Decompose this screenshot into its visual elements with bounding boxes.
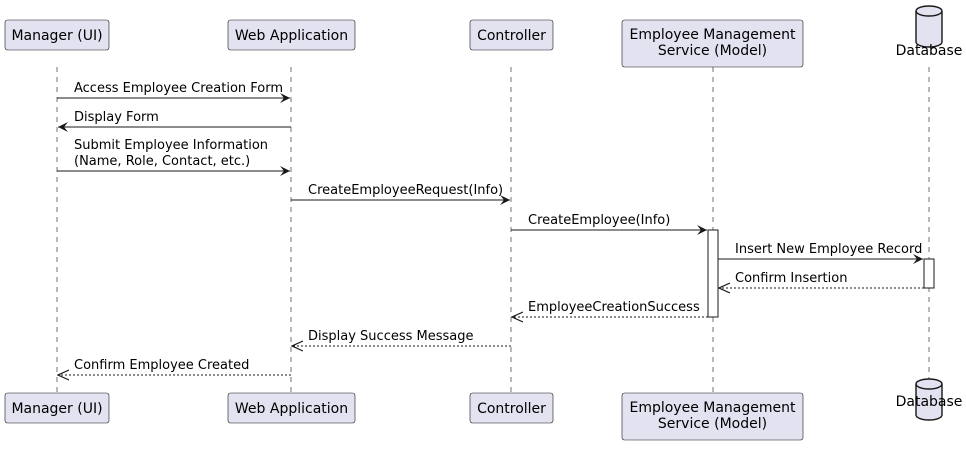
- message-label: Submit Employee Information: [74, 138, 268, 153]
- message-7: Confirm Insertion: [719, 271, 924, 288]
- participant-box: [227, 392, 356, 424]
- message-4: CreateEmployeeRequest(Info): [291, 183, 510, 205]
- message-9: Display Success Message: [292, 329, 511, 346]
- message-label: EmployeeCreationSuccess: [528, 300, 700, 315]
- participant-label: Controller: [477, 28, 546, 44]
- participant-box: [4, 19, 110, 51]
- message-label: Access Employee Creation Form: [74, 81, 283, 96]
- activation-bar-database: [923, 258, 935, 289]
- message-label: Display Form: [74, 110, 159, 125]
- participant-box: [4, 392, 110, 424]
- participant-label: Database: [896, 43, 963, 59]
- message-2: Display Form: [58, 110, 291, 132]
- participant-box: [621, 19, 804, 68]
- message-label: CreateEmployee(Info): [528, 213, 670, 228]
- participant-label: Manager (UI): [11, 401, 102, 417]
- message-label: Insert New Employee Record: [735, 242, 922, 257]
- participant-label: Employee Management: [629, 27, 796, 43]
- database-icon: [915, 378, 943, 421]
- message-label: Display Success Message: [308, 329, 474, 344]
- participant-box: [621, 392, 804, 441]
- participant-label: Controller: [477, 401, 546, 417]
- message-1: Access Employee Creation Form: [57, 81, 290, 103]
- participant-manager-bottom: Manager (UI): [4, 392, 110, 424]
- participant-webapp-top: Web Application: [227, 19, 356, 51]
- participant-manager-top: Manager (UI): [4, 19, 110, 51]
- participant-box: [469, 392, 554, 424]
- message-label: Confirm Employee Created: [74, 358, 249, 373]
- participant-box: [469, 19, 554, 51]
- message-10: Confirm Employee Created: [58, 358, 291, 375]
- activation-bar-service: [707, 229, 719, 318]
- message-label: CreateEmployeeRequest(Info): [308, 183, 503, 198]
- participant-box: [227, 19, 356, 51]
- participant-label: Web Application: [235, 28, 348, 44]
- participant-label: Employee Management: [629, 400, 796, 416]
- message-3: Submit Employee Information(Name, Role, …: [57, 138, 290, 176]
- participant-webapp-bottom: Web Application: [227, 392, 356, 424]
- participant-database-top: Database: [896, 5, 963, 59]
- participant-label: Web Application: [235, 401, 348, 417]
- participant-controller-top: Controller: [469, 19, 554, 51]
- message-6: Insert New Employee Record: [718, 242, 923, 264]
- participant-label: Database: [896, 394, 963, 410]
- participant-label: Service (Model): [658, 416, 767, 432]
- database-icon: [915, 5, 943, 48]
- participant-label: Manager (UI): [11, 28, 102, 44]
- message-label: (Name, Role, Contact, etc.): [74, 154, 250, 169]
- participant-database-bottom: Database: [896, 378, 963, 421]
- message-5: CreateEmployee(Info): [511, 213, 707, 235]
- participant-controller-bottom: Controller: [469, 392, 554, 424]
- message-8: EmployeeCreationSuccess: [512, 300, 708, 317]
- message-label: Confirm Insertion: [735, 271, 847, 286]
- participant-label: Service (Model): [658, 43, 767, 59]
